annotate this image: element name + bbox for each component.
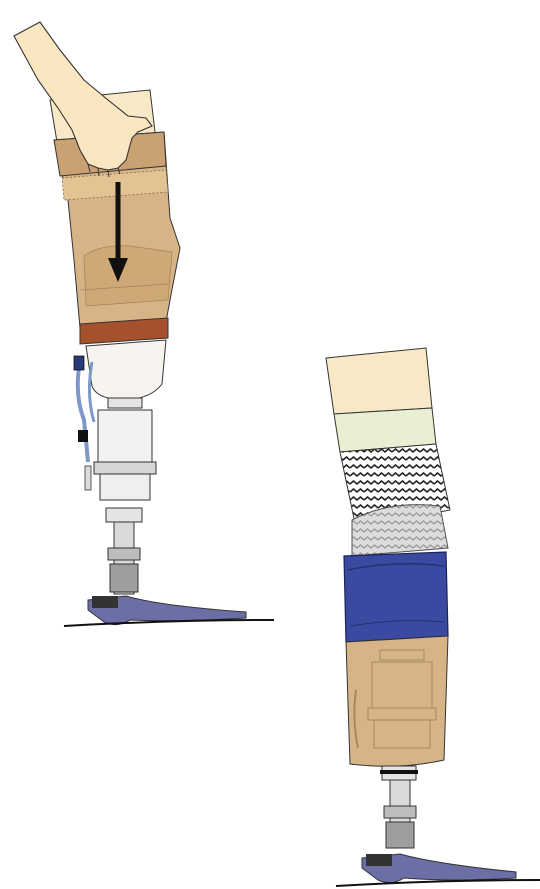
valve-tube: [78, 362, 88, 462]
left-knee-lower: [100, 474, 150, 500]
left-knee-block: [98, 410, 152, 462]
right-assembly: [326, 348, 540, 886]
left-pylon-base: [110, 564, 138, 592]
left-adapter-top: [108, 398, 142, 408]
right-socket: [346, 636, 448, 766]
right-liner-top: [326, 348, 432, 414]
left-assembly: [14, 22, 274, 626]
left-knee-base: [94, 462, 156, 474]
left-socket-inner: [84, 246, 172, 306]
left-pylon-clamp: [108, 548, 140, 560]
valve-clip-top: [74, 356, 84, 370]
right-foot-clamp: [366, 854, 392, 866]
right-pylon-base: [386, 822, 414, 848]
left-pylon-adapter: [106, 508, 142, 522]
left-knit-cup: [86, 340, 166, 400]
valve-clip-mid: [78, 430, 88, 442]
right-pylon-clamp: [384, 806, 416, 818]
left-foot-clamp: [92, 596, 118, 608]
right-pylon-ring: [380, 770, 418, 774]
right-ground-line: [336, 880, 540, 886]
valve-stem: [85, 466, 91, 490]
left-ground-line: [64, 620, 274, 626]
